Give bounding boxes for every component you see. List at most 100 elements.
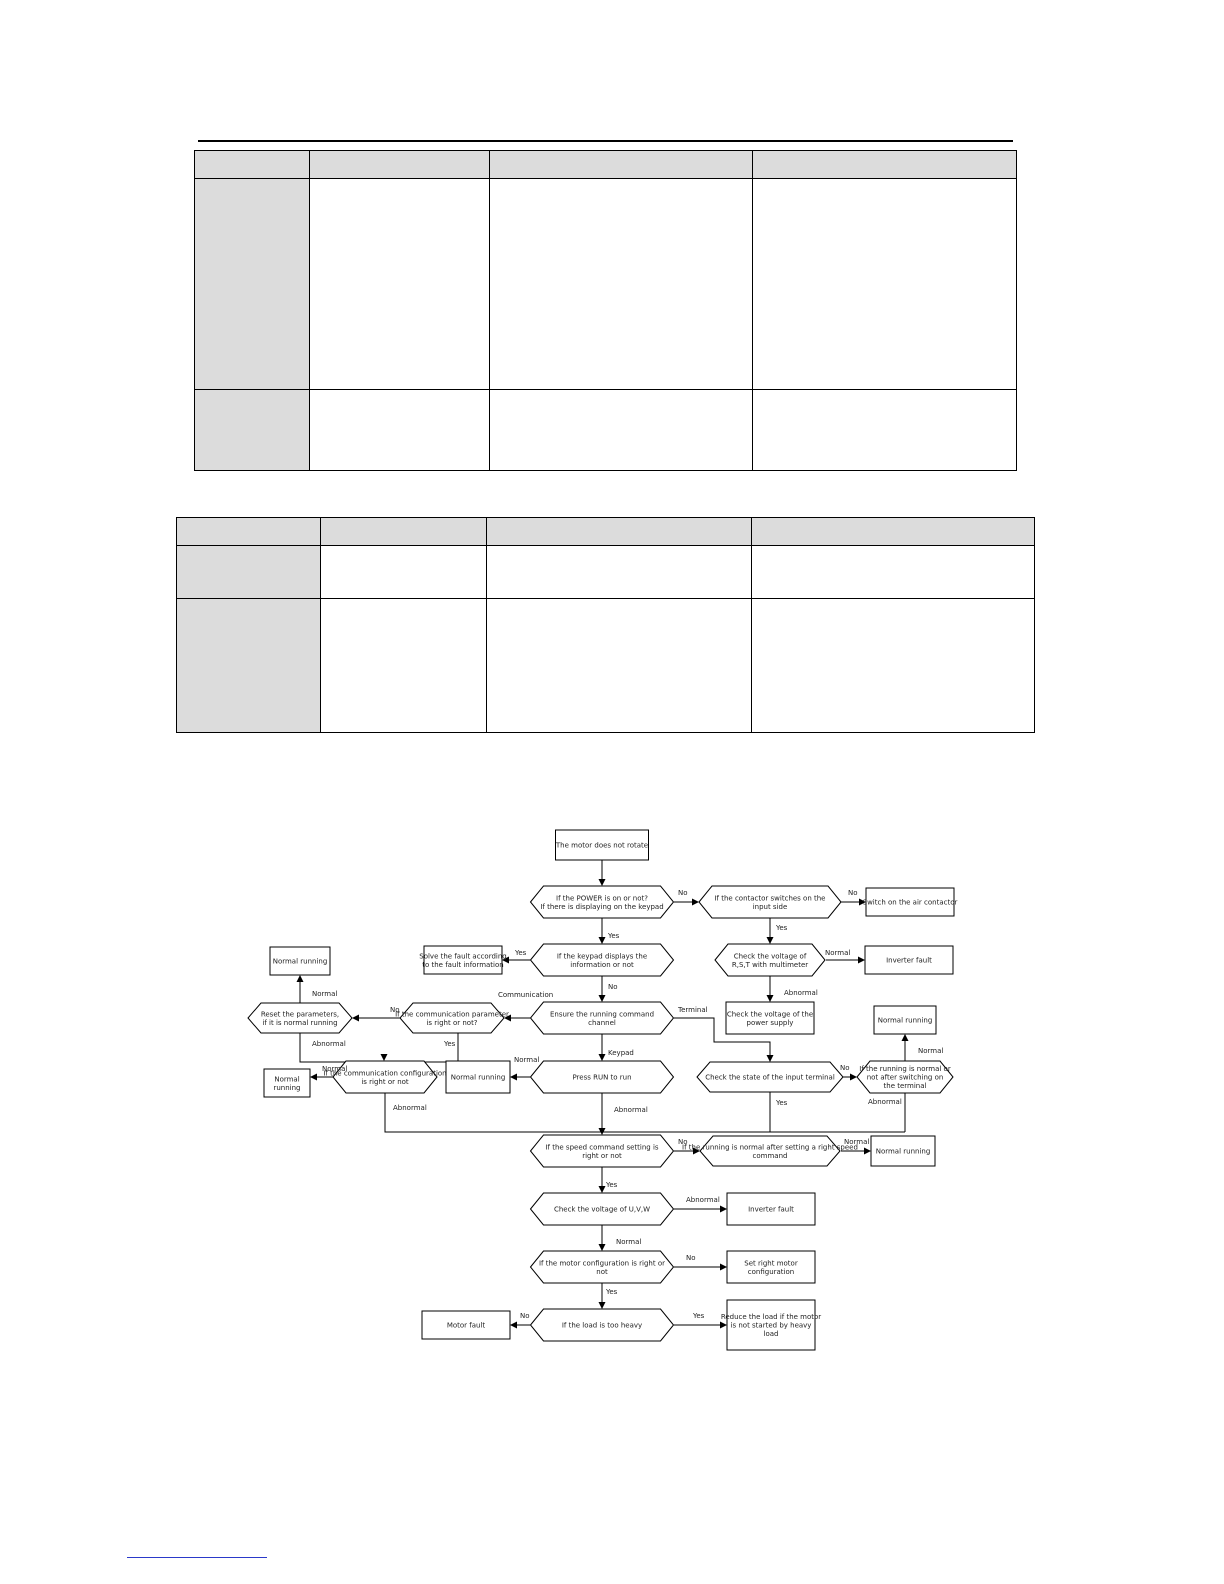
svg-text:Normal running: Normal running bbox=[451, 1074, 506, 1082]
table1-cell bbox=[309, 389, 490, 471]
svg-text:Normal running: Normal running bbox=[878, 1017, 933, 1025]
table2-cell bbox=[320, 545, 487, 599]
svg-text:If the running is normal after: If the running is normal after setting a… bbox=[682, 1143, 858, 1160]
flow-edge-label-normal: Normal bbox=[825, 949, 850, 957]
flow-edge-label-abnormal: Abnormal bbox=[614, 1106, 648, 1114]
table2-cell bbox=[751, 545, 1035, 599]
svg-text:Press RUN to run: Press RUN to run bbox=[572, 1074, 631, 1082]
flow-edge-label-yes: Yes bbox=[443, 1040, 456, 1048]
flow-node-normal-3: Normal running bbox=[445, 1060, 511, 1094]
flow-node-check-input: Check the state of the input terminal bbox=[696, 1061, 844, 1093]
fault-table-2 bbox=[176, 517, 1035, 733]
flow-node-normal-5: Normal running bbox=[870, 1135, 936, 1167]
table2-header-cell bbox=[176, 517, 321, 546]
flow-edge-label-keypad: Keypad bbox=[608, 1049, 634, 1057]
flow-node-press-run: Press RUN to run bbox=[529, 1060, 675, 1094]
footer-link-rule bbox=[127, 1557, 267, 1558]
flow-edge-label-abnormal: Abnormal bbox=[686, 1196, 720, 1204]
flow-edge-label-yes: Yes bbox=[775, 924, 788, 932]
header-rule bbox=[198, 140, 1013, 142]
svg-text:The motor does not rotate: The motor does not rotate bbox=[555, 842, 648, 850]
table1-cell bbox=[752, 389, 1017, 471]
flow-node-check-uvw: Check the voltage of U,V,W bbox=[529, 1192, 675, 1226]
flow-node-running-speed: If the running is normal after setting a… bbox=[682, 1135, 858, 1167]
flow-edge-label-normal: Normal bbox=[322, 1065, 347, 1073]
flow-node-inv-fault-1: Inverter fault bbox=[864, 945, 954, 975]
flow-edge-label-communication: Communication bbox=[498, 991, 553, 999]
table2-cell bbox=[486, 598, 752, 733]
flow-node-power: If the POWER is on or not?If there is di… bbox=[529, 885, 675, 919]
table2-header-cell bbox=[320, 517, 487, 546]
flow-edge-label-yes: Yes bbox=[692, 1312, 705, 1320]
flow-edge-label-yes: Yes bbox=[605, 1181, 618, 1189]
svg-text:If the load is too heavy: If the load is too heavy bbox=[562, 1322, 642, 1330]
flow-node-motor-fault: Motor fault bbox=[421, 1310, 511, 1340]
table2-header-cell bbox=[751, 517, 1035, 546]
flow-node-normal-4: Normal running bbox=[873, 1005, 937, 1035]
flow-node-load-heavy: If the load is too heavy bbox=[529, 1308, 675, 1342]
svg-text:Switch on the air contactor: Switch on the air contactor bbox=[863, 899, 958, 907]
svg-text:Check the voltage ofR,S,T with: Check the voltage ofR,S,T with multimete… bbox=[732, 952, 808, 969]
svg-text:Check the state of the input t: Check the state of the input terminal bbox=[705, 1074, 835, 1082]
table1-cell bbox=[752, 178, 1017, 390]
svg-text:Reset the parameters,if it is: Reset the parameters,if it is normal run… bbox=[261, 1010, 339, 1027]
flow-node-switch-on: Switch on the air contactor bbox=[863, 887, 958, 917]
flow-edge-label-normal: Normal bbox=[844, 1138, 869, 1146]
svg-text:Inverter fault: Inverter fault bbox=[886, 957, 932, 965]
flow-edge-label-normal: Normal bbox=[312, 990, 337, 998]
table2-cell bbox=[320, 598, 487, 733]
svg-text:Inverter fault: Inverter fault bbox=[748, 1206, 794, 1214]
svg-text:Motor fault: Motor fault bbox=[447, 1322, 486, 1330]
flow-edge-label-no: No bbox=[678, 889, 688, 897]
flow-edge-label-no: No bbox=[390, 1006, 400, 1014]
flow-node-inv-fault-2: Inverter fault bbox=[726, 1192, 816, 1226]
flow-node-reset-param: Reset the parameters,if it is normal run… bbox=[247, 1002, 353, 1034]
flow-edge-label-normal: Normal bbox=[616, 1238, 641, 1246]
table1-row-header bbox=[194, 389, 310, 471]
svg-text:If the POWER is on or not?If t: If the POWER is on or not?If there is di… bbox=[540, 894, 663, 911]
flow-edge-label-abnormal: Abnormal bbox=[784, 989, 818, 997]
table2-cell bbox=[751, 598, 1035, 733]
svg-text:If the motor configuration is: If the motor configuration is right orno… bbox=[539, 1259, 665, 1276]
table1-header-cell bbox=[489, 150, 753, 179]
flow-edge-label-no: No bbox=[520, 1312, 530, 1320]
flow-edge-label-no: No bbox=[686, 1254, 696, 1262]
flow-edge-label-abnormal: Abnormal bbox=[868, 1098, 902, 1106]
svg-text:Check the voltage of U,V,W: Check the voltage of U,V,W bbox=[554, 1206, 650, 1214]
fault-table-1 bbox=[194, 150, 1017, 471]
flow-edge-label-no: No bbox=[608, 983, 618, 991]
flow-edge-label-no: No bbox=[840, 1064, 850, 1072]
table1-cell bbox=[489, 389, 753, 471]
flow-edge-label-abnormal: Abnormal bbox=[312, 1040, 346, 1048]
table1-cell bbox=[489, 178, 753, 390]
svg-text:Normal running: Normal running bbox=[876, 1148, 931, 1156]
flow-edge-label-no: No bbox=[848, 889, 858, 897]
flow-edge-label-no: No bbox=[678, 1138, 688, 1146]
flow-edge-label-yes: Yes bbox=[514, 949, 527, 957]
